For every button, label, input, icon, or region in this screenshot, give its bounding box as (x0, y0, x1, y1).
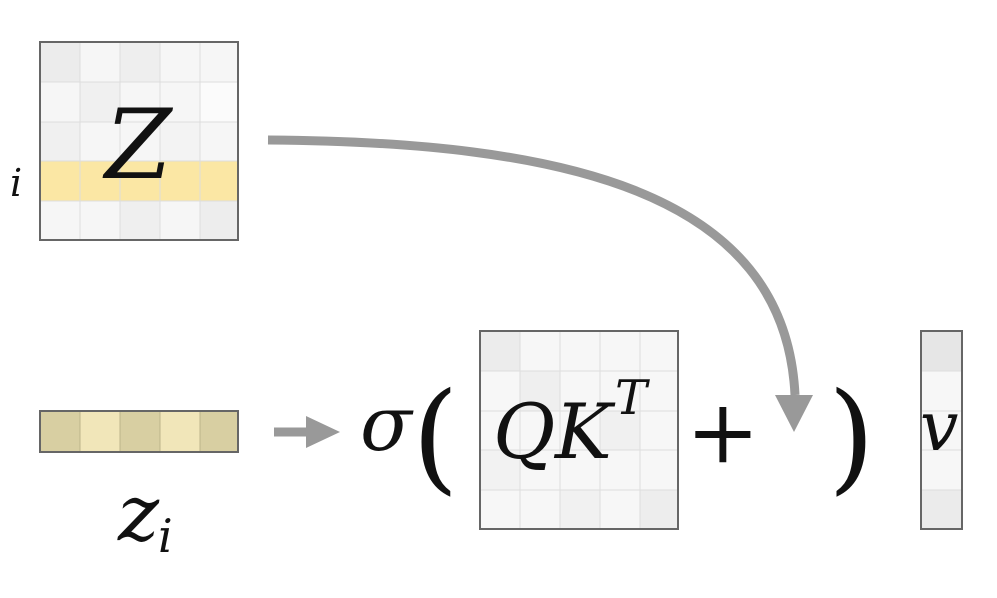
label-row-index-i: i (10, 161, 22, 205)
vector-v (920, 330, 963, 530)
label-z: z (117, 469, 160, 559)
label-K: K (553, 387, 616, 476)
label-Z: Z (102, 89, 174, 201)
matrix-qkt (479, 330, 679, 530)
label-Q: Q (493, 387, 555, 476)
label-v: v (920, 388, 958, 467)
label-left-paren: ( (412, 368, 459, 507)
label-right-paren: ) (828, 368, 875, 507)
vector-z-i (39, 410, 239, 453)
highlighted-row-i (40, 161, 238, 201)
label-plus: + (686, 380, 760, 483)
label-T-superscript: T (615, 370, 650, 426)
straight-arrow-head (306, 416, 340, 448)
matrix-z (39, 41, 239, 241)
label-z-subscript: i (158, 509, 173, 563)
curved-arrow (267, 135, 800, 396)
curved-arrow-head (775, 395, 813, 432)
label-sigma: σ (360, 379, 414, 468)
